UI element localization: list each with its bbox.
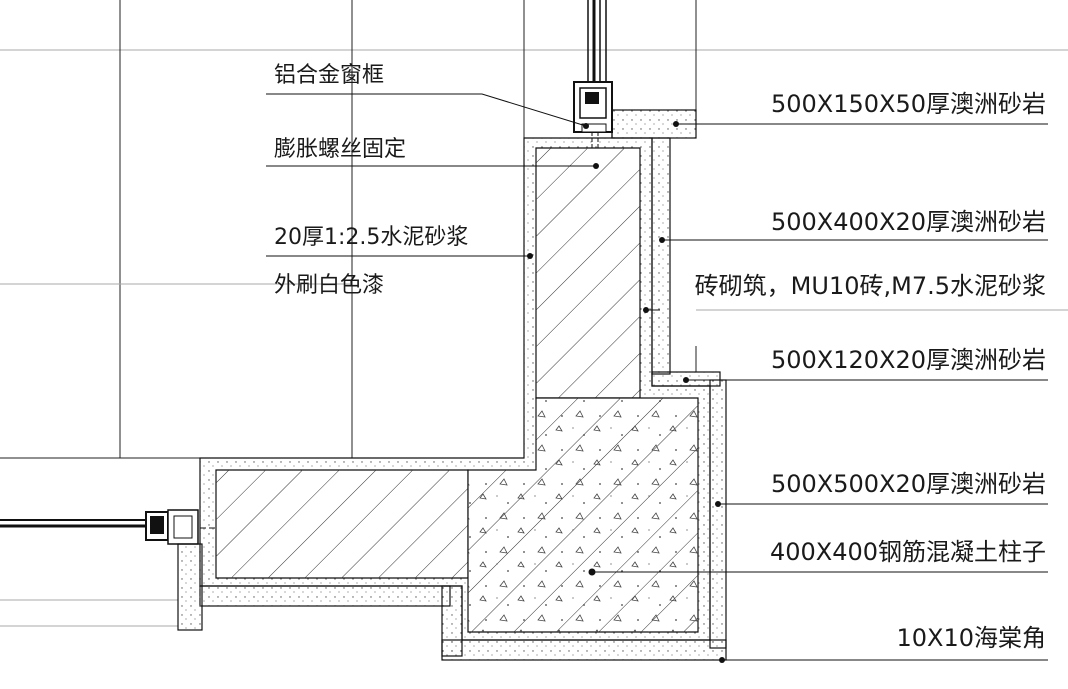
- labels-left: 铝合金窗框 膨胀螺丝固定 20厚1:2.5水泥砂浆 外刷白色漆: [274, 63, 468, 298]
- leader-dots: [527, 121, 725, 663]
- sandstone-cladding: [177, 109, 727, 661]
- label-rc-column: 400X400钢筋混凝土柱子: [770, 538, 1046, 566]
- rc-column: [467, 397, 699, 633]
- label-window-frame: 铝合金窗框: [274, 63, 384, 88]
- label-sandstone-400: 500X400X20厚澳洲砂岩: [771, 208, 1046, 236]
- label-sandstone-500: 500X500X20厚澳洲砂岩: [771, 470, 1046, 498]
- label-white-paint: 外刷白色漆: [274, 273, 384, 298]
- label-sandstone-150: 500X150X50厚澳洲砂岩: [771, 90, 1046, 118]
- labels-right: 500X150X50厚澳洲砂岩 500X400X20厚澳洲砂岩 砖砌筑，MU10…: [695, 90, 1046, 652]
- label-expansion-screw: 膨胀螺丝固定: [274, 137, 406, 162]
- leader-lines: [266, 93, 1048, 661]
- left-glass-pane: [0, 509, 240, 545]
- brick-masonry: [215, 147, 641, 579]
- label-brick-masonry: 砖砌筑，MU10砖,M7.5水泥砂浆: [695, 272, 1046, 300]
- label-cement-mortar: 20厚1:2.5水泥砂浆: [274, 225, 468, 250]
- label-corner-chamfer: 10X10海棠角: [896, 624, 1046, 652]
- background-lines: [0, 0, 1068, 627]
- label-sandstone-120: 500X120X20厚澳洲砂岩: [771, 346, 1046, 374]
